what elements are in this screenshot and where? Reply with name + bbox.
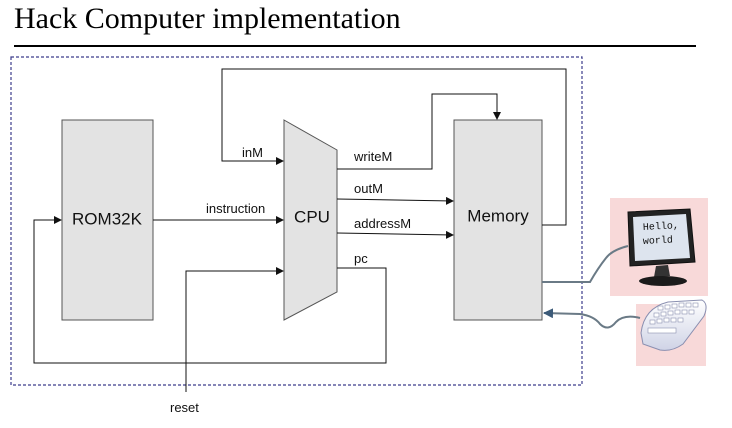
outM-wire <box>336 196 454 205</box>
outM-label: outM <box>354 181 383 196</box>
cpu-label: CPU <box>294 207 330 226</box>
keyboard-icon <box>636 299 707 366</box>
instruction-label: instruction <box>206 201 265 216</box>
keyboard-cable <box>543 308 641 329</box>
addressM-wire <box>336 230 454 239</box>
addressM-label: addressM <box>354 216 411 231</box>
rom32k-label: ROM32K <box>72 209 143 228</box>
inM-label: inM <box>242 145 263 160</box>
reset-label: reset <box>170 400 199 415</box>
title-underline <box>14 45 696 47</box>
monitor-screen-line2: world <box>643 234 674 248</box>
reset-wire <box>185 267 284 392</box>
memory-block <box>453 119 543 321</box>
pc-label: pc <box>354 251 368 266</box>
computer-boundary <box>10 56 583 386</box>
writeM-wire <box>337 93 501 170</box>
rom32k-block <box>61 119 154 321</box>
monitor-screen-line1: Hello, <box>643 220 680 234</box>
inM-wire <box>221 68 567 226</box>
pc-wire <box>33 216 387 364</box>
monitor-icon: Hello, world <box>610 198 708 296</box>
page-title: Hack Computer implementation <box>14 2 401 35</box>
writeM-label: writeM <box>353 149 392 164</box>
memory-label: Memory <box>467 206 529 225</box>
screen-cable <box>542 245 629 283</box>
cpu-block <box>283 119 338 321</box>
